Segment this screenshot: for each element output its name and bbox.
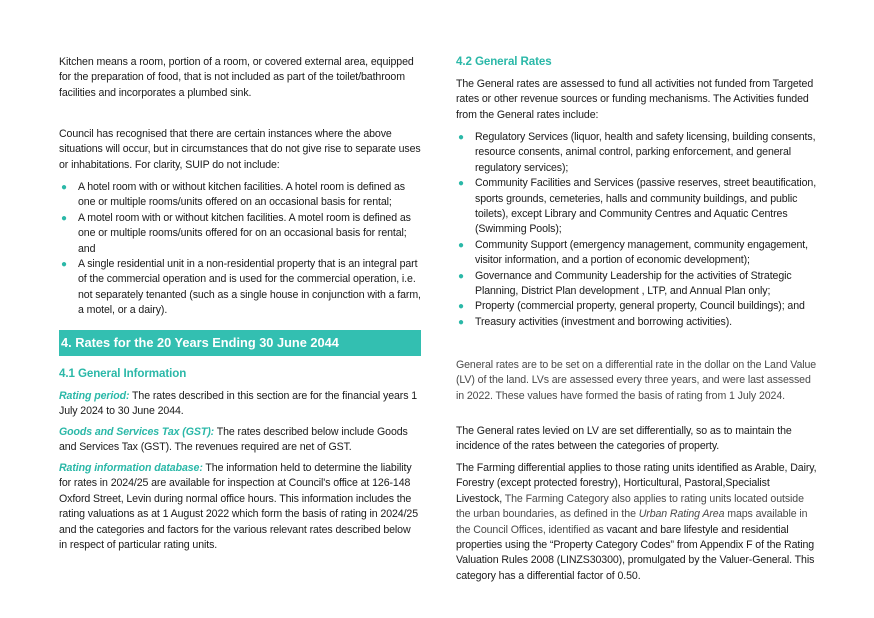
section-heading-banner: 4. Rates for the 20 Years Ending 30 June…: [59, 330, 421, 356]
gst-label: Goods and Services Tax (GST):: [59, 426, 215, 438]
bullet-icon: ●: [61, 182, 67, 193]
council-paragraph: Council has recognised that there are ce…: [59, 128, 421, 171]
list-item: ●Property (commercial property, general …: [456, 299, 818, 314]
suip-exclusions-list: ●A hotel room with or without kitchen fa…: [59, 180, 421, 319]
list-item: ●A single residential unit in a non-resi…: [61, 258, 421, 317]
list-item: ●Governance and Community Leadership for…: [458, 269, 792, 298]
funded-activities-list: ●Regulatory Services (liquor, health and…: [456, 130, 818, 330]
rating-database-paragraph: Rating information database: The informa…: [59, 462, 418, 552]
list-item: ●Community Support (emergency management…: [458, 238, 808, 267]
bullet-icon: ●: [458, 178, 464, 190]
rating-period-label: Rating period:: [59, 390, 130, 402]
bullet-icon: ●: [458, 270, 464, 282]
general-rates-heading: 4.2 General Rates: [456, 55, 552, 68]
bullet-icon: ●: [61, 259, 67, 271]
differential-paragraph: The General rates levied on LV are set d…: [456, 425, 792, 453]
gst-paragraph: Goods and Services Tax (GST): The rates …: [59, 426, 408, 454]
bullet-icon: ●: [458, 301, 464, 313]
general-information-heading: 4.1 General Information: [59, 367, 187, 380]
list-item: ●Treasury activities (investment and bor…: [456, 315, 818, 330]
list-item: ●Community Facilities and Services (pass…: [458, 177, 817, 236]
farming-differential-paragraph: The Farming differential applies to thos…: [456, 462, 817, 582]
general-rates-intro: The General rates are assessed to fund a…: [456, 78, 814, 121]
section-heading: 4. Rates for the 20 Years Ending 30 June…: [61, 335, 339, 350]
list-item: ●A hotel room with or without kitchen fa…: [61, 181, 405, 209]
bullet-icon: ●: [458, 132, 464, 143]
land-value-paragraph: General rates are to be set on a differe…: [456, 359, 817, 402]
kitchen-definition: Kitchen means a room, portion of a room,…: [59, 56, 414, 99]
list-item: ●Regulatory Services (liquor, health and…: [458, 131, 816, 174]
rating-period-paragraph: Rating period: The rates described in th…: [59, 390, 418, 418]
bullet-icon: ●: [458, 316, 464, 328]
rating-database-label: Rating information database:: [59, 462, 203, 474]
bullet-icon: ●: [458, 239, 464, 251]
list-item: ●A motel room with or without kitchen fa…: [61, 211, 411, 255]
bullet-icon: ●: [61, 212, 67, 224]
